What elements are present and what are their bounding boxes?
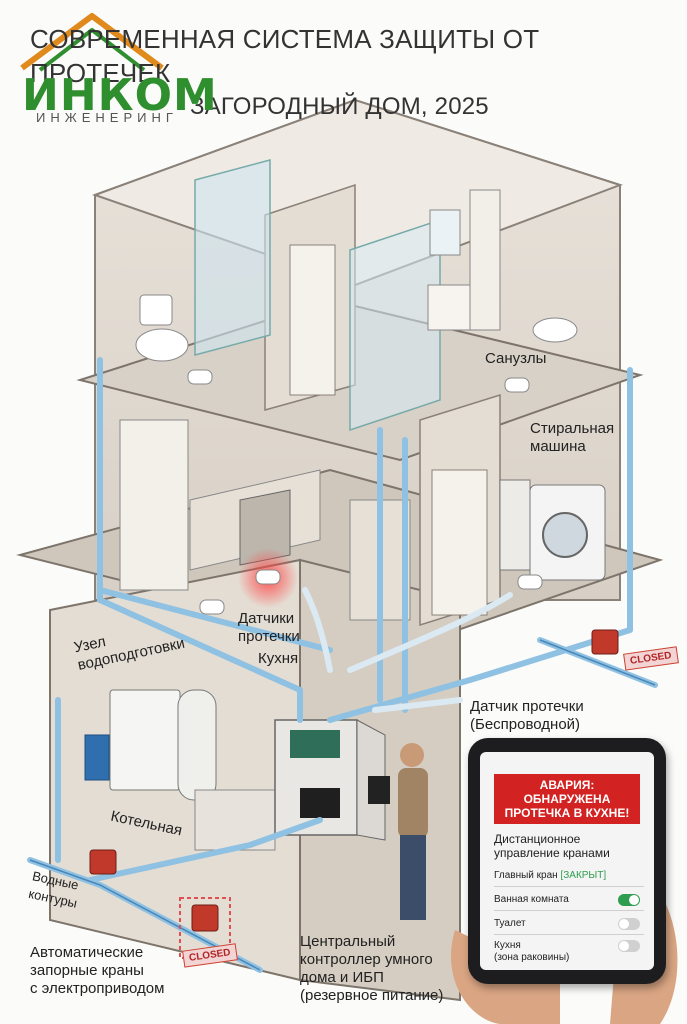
- toilet-row[interactable]: Туалет: [494, 918, 644, 930]
- label-bathrooms: Санузлы: [485, 350, 547, 367]
- label-valves-line3: с электроприводом: [30, 980, 165, 997]
- label-washing-machine: Стиральная машина: [530, 420, 614, 456]
- title-line-2: ЗАГОРОДНЫЙ ДОМ, 2025: [190, 93, 489, 120]
- kitchen-label-line1: Кухня: [494, 940, 521, 951]
- leak-signal-arrows: [302, 587, 513, 713]
- divider: [494, 934, 644, 935]
- motorized-valves: [89, 629, 619, 959]
- label-washing-machine-line1: Стиральная: [530, 420, 615, 437]
- divider: [494, 910, 644, 911]
- toilet-label: Туалет: [494, 918, 526, 929]
- washing-machine: [499, 479, 606, 581]
- label-controller-line3: дома и ИБП: [300, 969, 384, 986]
- label-controller-line4: (резервное питание): [300, 987, 444, 1004]
- homeowner-figure: [368, 743, 428, 920]
- logo-name: ИНКОМ: [22, 70, 218, 121]
- bathroom-sink: [427, 189, 578, 343]
- main-valve-status: [ЗАКРЫТ]: [560, 870, 607, 881]
- leak-sensors: [187, 369, 543, 615]
- label-wireless-sensor: Датчик протечки (Беспроводной): [470, 698, 584, 734]
- logo-subtitle: ИНЖЕНЕРИНГ: [36, 110, 178, 125]
- interior-door: [289, 244, 488, 616]
- label-valves-line2: запорные краны: [30, 962, 144, 979]
- valve-control-title: Дистанционное управление кранами: [494, 832, 644, 860]
- label-leak-sensors-line1: Датчики: [238, 610, 295, 627]
- kitchen-label-line2: (зона раковины): [494, 952, 570, 963]
- title-line-1: СОВРЕМЕННАЯ СИСТЕМА ЗАЩИТЫ ОТ ПРОТЕЧЕК: [30, 24, 540, 88]
- panel-title-line2: управление кранами: [494, 846, 610, 860]
- smartphone: АВАРИЯ: ОБНАРУЖЕНА ПРОТЕЧКА В КУХНЕ! Дис…: [468, 738, 666, 984]
- kitchen-row[interactable]: Кухня (зона раковины): [494, 940, 644, 964]
- page-title: СОВРЕМЕННАЯ СИСТЕМА ЗАЩИТЫ ОТ ПРОТЕЧЕК З…: [30, 22, 670, 124]
- label-wireless-sensor-line2: (Беспроводной): [470, 716, 581, 733]
- label-washing-machine-line2: машина: [530, 438, 586, 455]
- boiler-room-equipment: [84, 689, 276, 851]
- panel-title-line1: Дистанционное: [494, 832, 581, 846]
- label-leak-sensors-line2: протечки: [238, 628, 300, 645]
- leak-alert-banner[interactable]: АВАРИЯ: ОБНАРУЖЕНА ПРОТЕЧКА В КУХНЕ!: [494, 774, 640, 824]
- divider: [494, 886, 644, 887]
- alert-line-1: АВАРИЯ:: [539, 778, 595, 792]
- toilet-toggle[interactable]: [618, 918, 640, 930]
- controller-cabinet: [274, 719, 386, 841]
- alert-line-2: ОБНАРУЖЕНА: [523, 792, 611, 806]
- kitchen-toggle[interactable]: [618, 940, 640, 952]
- kitchen-label: Кухня (зона раковины): [494, 940, 569, 964]
- shower-cabin: [194, 159, 441, 432]
- label-valves-line1: Автоматические: [30, 944, 144, 961]
- label-controller-line2: контроллер умного: [300, 951, 433, 968]
- label-leak-sensors: Датчики протечки: [238, 610, 300, 646]
- main-valve-row[interactable]: Главный кран [ЗАКРЫТ]: [494, 870, 644, 882]
- label-controller-line1: Центральный: [300, 933, 396, 950]
- house-roof-icon: [20, 13, 164, 72]
- label-controller: Центральный контроллер умного дома и ИБП…: [300, 933, 443, 1005]
- label-wireless-sensor-line1: Датчик протечки: [470, 698, 584, 715]
- bathroom-label: Ванная комната: [494, 894, 569, 905]
- label-valves: Автоматические запорные краны с электроп…: [30, 944, 164, 998]
- alert-line-3: ПРОТЕЧКА В КУХНЕ!: [504, 806, 630, 820]
- main-valve-label: Главный кран: [494, 870, 558, 881]
- phone-screen: АВАРИЯ: ОБНАРУЖЕНА ПРОТЕЧКА В КУХНЕ! Дис…: [480, 752, 654, 970]
- bathroom-toggle[interactable]: [618, 894, 640, 906]
- label-kitchen: Кухня: [258, 650, 299, 667]
- toilet-fixture: [135, 294, 189, 362]
- bathroom-row[interactable]: Ванная комната: [494, 894, 644, 906]
